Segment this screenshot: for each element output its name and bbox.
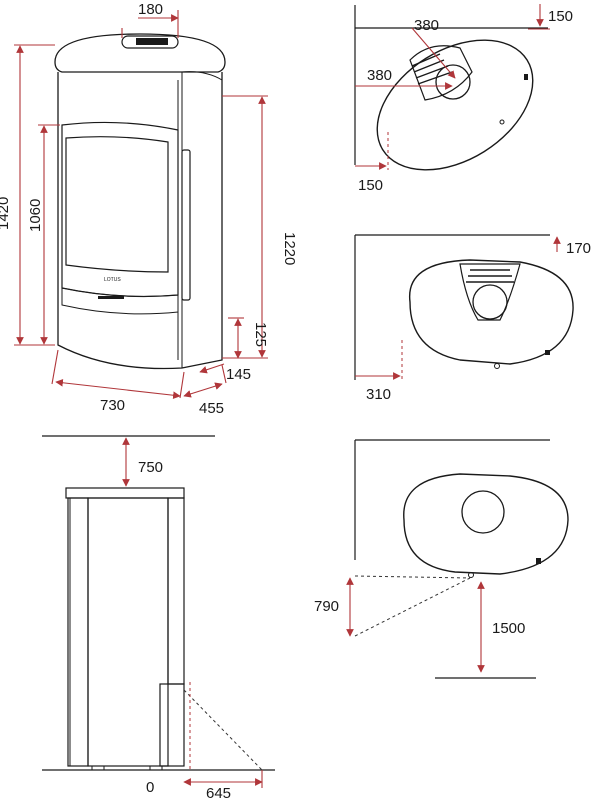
dim-side-origin: 0 (146, 779, 154, 796)
front-view-dimensions: 180 1420 1060 1220 125 145 730 455 (0, 1, 298, 417)
dim-side-top: 750 (138, 459, 163, 476)
plan-front-dimensions: 790 1500 (314, 575, 525, 673)
dim-corner-side: 150 (358, 177, 383, 194)
dim-rear-back: 170 (566, 240, 591, 257)
side-view-dimensions: 750 0 645 (122, 437, 263, 800)
dim-width: 730 (100, 397, 125, 414)
dim-corner-back: 150 (548, 8, 573, 25)
dim-depth: 455 (199, 400, 224, 417)
brand-mark: LOTUS (104, 277, 121, 283)
dim-front-front: 1500 (492, 620, 525, 637)
dim-corner-vent-a: 380 (414, 17, 439, 34)
front-view-stove: LOTUS (54, 33, 226, 370)
dim-side-offset: 145 (226, 366, 251, 383)
dim-flue-height: 1220 (281, 232, 298, 265)
dim-door-height: 1060 (27, 199, 44, 232)
plan-corner-dimensions: 150 380 380 150 (355, 4, 573, 194)
dim-side-front: 645 (206, 785, 231, 800)
dim-height-total: 1420 (0, 197, 12, 230)
dim-rear-side: 310 (366, 386, 391, 403)
dim-front-side: 790 (314, 598, 339, 615)
plan-front-view (354, 439, 569, 679)
dim-top-width: 180 (138, 1, 163, 18)
dim-corner-vent-b: 380 (367, 67, 392, 84)
side-view-stove (42, 435, 275, 771)
plan-rear-dimensions: 170 310 (355, 236, 591, 403)
dim-base-height: 125 (252, 322, 269, 347)
plan-corner-view (354, 5, 548, 171)
plan-rear-view (354, 234, 574, 380)
